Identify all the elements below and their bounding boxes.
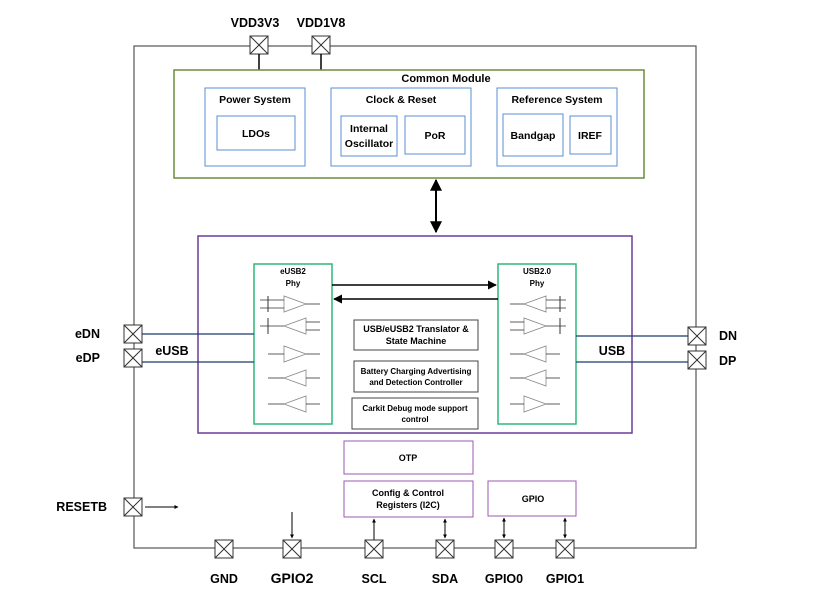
reference-system: Reference System Bandgap IREF	[496, 87, 618, 167]
common-module: Common Module Power System LDOs Clock & …	[173, 69, 645, 179]
translator-block: USB/eUSB2 Translator & State Machine	[353, 319, 479, 351]
oscillator-box	[340, 115, 398, 157]
pin-gnd-label: GND	[210, 572, 238, 586]
por-label: PoR	[425, 130, 446, 142]
pin-gpio1: GPIO1	[546, 517, 584, 586]
carkit-label-2: control	[401, 415, 428, 424]
pin-edn-label: eDN	[75, 327, 100, 341]
pin-dp: DP	[576, 350, 736, 370]
usb20-phy-label-1: USB2.0	[523, 267, 552, 276]
clock-reset: Clock & Reset Internal Oscillator PoR	[330, 87, 472, 167]
reference-system-title: Reference System	[511, 94, 602, 106]
battery-charging-block: Battery Charging Advertising and Detecti…	[353, 360, 479, 393]
pin-vdd1v8-label: VDD1V8	[297, 16, 346, 30]
eusb2-phy-label-2: Phy	[286, 279, 301, 288]
pin-sda: SDA	[432, 518, 458, 586]
iref-label: IREF	[578, 130, 603, 142]
por-box	[404, 115, 466, 155]
clock-reset-title: Clock & Reset	[366, 94, 437, 106]
eusb2-phy-label-1: eUSB2	[280, 267, 306, 276]
carkit-label-1: Carkit Debug mode support	[362, 404, 468, 413]
gpio-block-label: GPIO	[522, 494, 545, 504]
usb20-buffers	[510, 295, 566, 413]
pin-sda-label: SDA	[432, 572, 458, 586]
pin-gpio0-label: GPIO0	[485, 572, 523, 586]
gpio-block: GPIO	[487, 480, 577, 517]
bandgap-label: Bandgap	[511, 130, 556, 142]
battery-label-1: Battery Charging Advertising	[361, 367, 472, 376]
usb20-phy-label-2: Phy	[530, 279, 545, 288]
eusb-label: eUSB	[155, 344, 188, 358]
oscillator-label-1: Internal	[350, 123, 388, 135]
battery-label-2: and Detection Controller	[369, 378, 462, 387]
config-label-2: Registers (I2C)	[376, 500, 440, 510]
otp-block: OTP	[343, 440, 474, 475]
common-module-title: Common Module	[401, 73, 490, 85]
eusb2-buffers	[260, 295, 320, 413]
power-system-title: Power System	[219, 94, 291, 106]
pin-edn: eDN	[75, 324, 254, 344]
pin-resetb-label: RESETB	[56, 500, 107, 514]
pin-gpio1-label: GPIO1	[546, 572, 584, 586]
bandgap-box	[502, 113, 564, 157]
chip-outline	[133, 45, 697, 549]
ldos-label: LDOs	[242, 128, 270, 140]
pin-gpio2: GPIO2	[271, 512, 314, 586]
pin-resetb: RESETB	[56, 497, 179, 517]
pin-gpio2-label: GPIO2	[271, 570, 314, 586]
pin-gnd: GND	[210, 539, 238, 586]
pin-edp-label: eDP	[76, 351, 100, 365]
iref-box	[569, 115, 612, 155]
config-label-1: Config & Control	[372, 488, 444, 498]
pin-vdd3v3-label: VDD3V3	[231, 16, 280, 30]
oscillator-label-2: Oscillator	[345, 138, 393, 150]
translator-label-1: USB/eUSB2 Translator &	[363, 324, 469, 334]
pin-gpio0: GPIO0	[485, 517, 523, 586]
carkit-block: Carkit Debug mode support control	[351, 397, 479, 430]
usb-label: USB	[599, 344, 625, 358]
pin-dn: DN	[576, 326, 737, 346]
pin-edp: eDP	[76, 348, 254, 368]
config-block: Config & Control Registers (I2C)	[343, 480, 474, 518]
pin-dp-label: DP	[719, 354, 736, 368]
pin-scl: SCL	[362, 518, 387, 586]
translator-label-2: State Machine	[386, 336, 447, 346]
otp-label: OTP	[399, 453, 418, 463]
pin-scl-label: SCL	[362, 572, 387, 586]
pin-dn-label: DN	[719, 329, 737, 343]
usb-block: eUSB2 Phy	[197, 235, 633, 434]
ldos-box	[216, 115, 296, 151]
usb20-phy: USB2.0 Phy	[497, 263, 577, 425]
eusb2-phy: eUSB2 Phy	[253, 263, 333, 425]
power-system: Power System LDOs	[204, 87, 306, 167]
